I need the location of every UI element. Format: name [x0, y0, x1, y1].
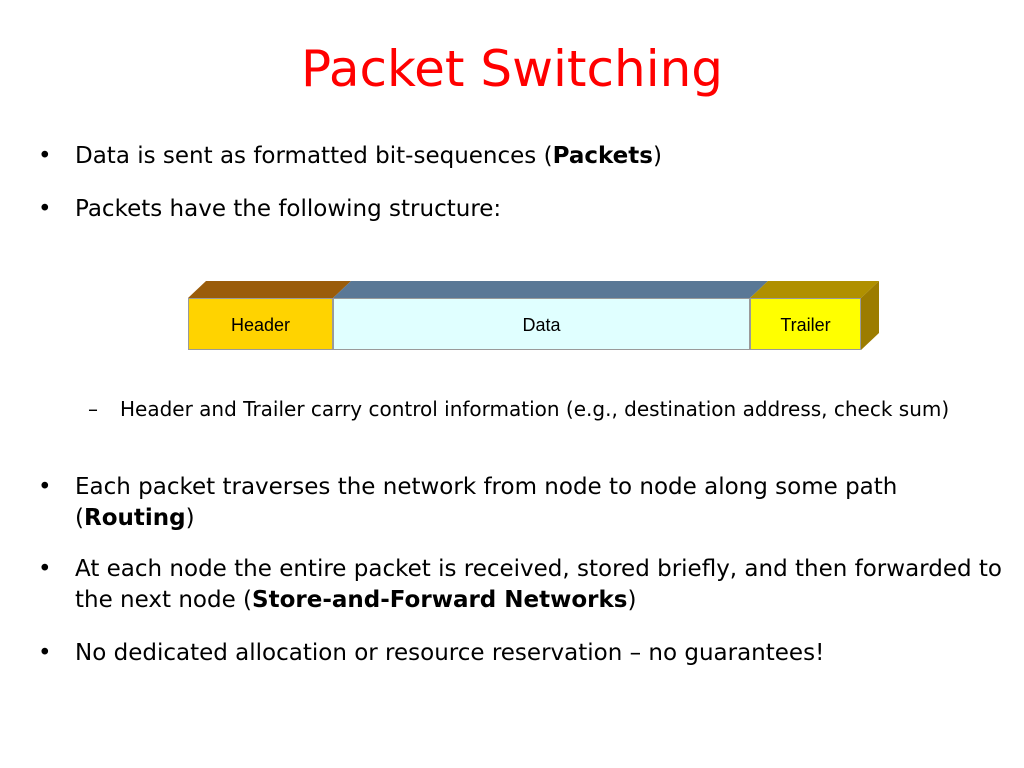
sub-bullet-dash: – [88, 397, 98, 421]
bullet-text: Data is sent as formatted bit-sequences … [75, 143, 662, 169]
slide-title: Packet Switching [300, 40, 724, 98]
data-segment: Data [333, 298, 750, 350]
bullet-dot: • [38, 143, 52, 169]
trailer-side-face [861, 281, 879, 350]
bullet-dot: • [38, 474, 52, 500]
header-segment: Header [188, 298, 333, 350]
bullet-dot: • [38, 640, 52, 666]
bullet-dot: • [38, 556, 52, 582]
trailer-segment: Trailer [750, 298, 861, 350]
bullet-text: Each packet traverses the network from n… [75, 474, 898, 531]
bullet-text: At each node the entire packet is receiv… [75, 556, 1002, 613]
bullet-text: No dedicated allocation or resource rese… [75, 640, 825, 666]
sub-bullet-text: Header and Trailer carry control informa… [120, 397, 950, 421]
trailer-top-face [750, 281, 879, 298]
bullet-text: Packets have the following structure: [75, 196, 502, 222]
bullet-dot: • [38, 196, 52, 222]
header-top-face [188, 281, 351, 298]
data-top-face [333, 281, 768, 298]
